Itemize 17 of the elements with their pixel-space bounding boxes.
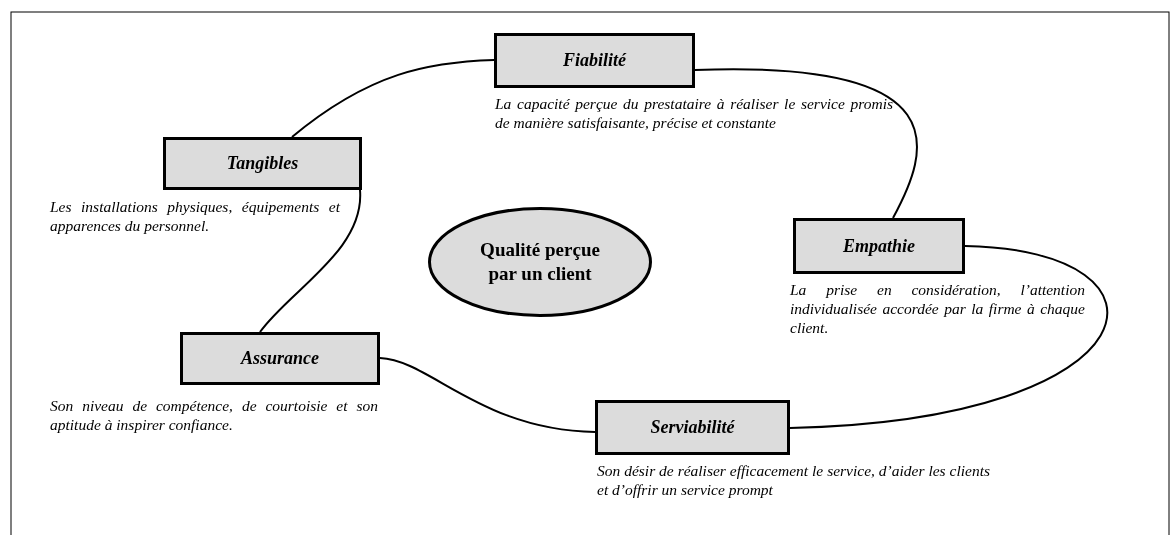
dimension-title: Serviabilité (650, 417, 735, 438)
center-ellipse (428, 207, 652, 317)
connector-line (291, 59, 495, 138)
dimension-title: Empathie (843, 235, 915, 257)
connector-line (789, 245, 1109, 429)
description-text: La capacité perçue du prestataire à réaliser le service promis de manière satisfaisante, précise et constante (495, 94, 893, 132)
dimension-title: Fiabilité (563, 50, 626, 71)
dimension-title: Tangibles (226, 153, 299, 174)
description-text: Les installations physiques, équipements et apparences du personnel. (50, 197, 340, 235)
dimension-title: Assurance (241, 348, 319, 369)
center-label: Qualité perçue par un client (479, 238, 601, 286)
connector-line (259, 189, 361, 333)
connector-line (694, 68, 918, 219)
description-text: La prise en considération, l’attention individualisée accordée par la firme à chaque client. (790, 280, 1085, 337)
description-text: Son désir de réaliser efficacement le service, d’aider les clients et d’offrir un service prompt (597, 461, 990, 499)
description-text: Son niveau de compétence, de courtoisie et son aptitude à inspirer confiance. (50, 396, 378, 434)
connector-line (379, 357, 596, 433)
